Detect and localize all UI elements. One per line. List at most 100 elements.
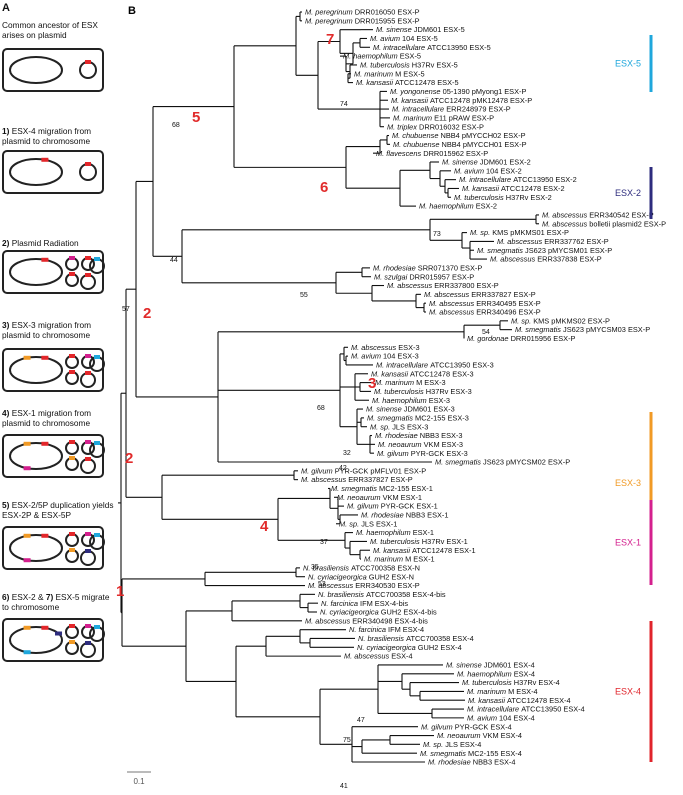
leaf-label: M. sinense JDM601 ESX-4: [446, 661, 535, 670]
leaf-species: N. brasiliensis: [358, 634, 406, 643]
leaf-strain-locus: DRR015956 ESX-P: [511, 334, 576, 343]
leaf-label: M. sp. JLS ESX-3: [370, 422, 428, 431]
leaf-strain-locus: 104 ESX-3: [383, 352, 419, 361]
leaf-species: M. neoaurum: [437, 731, 483, 740]
esx-locus-marker: [41, 257, 49, 262]
leaf-label: M. neoaurum VKM ESX-3: [378, 440, 463, 449]
leaf-strain-locus: ATCC700358 ESX-4: [406, 634, 474, 643]
leaf-strain-locus: 05-1390 pMyong1 ESX-P: [443, 87, 527, 96]
leaf-species: M. chubuense: [392, 131, 440, 140]
leaf-label: M. haemophilum ESX-4: [457, 669, 535, 678]
leaf-species: M. smegmatis: [331, 484, 379, 493]
esx-locus-marker: [85, 273, 91, 277]
esx-locus-marker: [69, 640, 75, 644]
leaf-strain-locus: M ESX-3: [416, 378, 446, 387]
leaf-strain-locus: GUH2 ESX-4: [418, 643, 462, 652]
event-7-label: 7: [326, 31, 334, 48]
bootstrap-value: 73: [433, 231, 441, 238]
esx-locus-marker: [94, 355, 100, 359]
leaf-strain-locus: DRR016050 ESX-P: [355, 8, 420, 17]
step-6-number: 6): [2, 592, 10, 602]
clade-label-esx-3: ESX-3: [615, 478, 641, 488]
leaf-species: M. intracellulare: [373, 43, 427, 52]
leaf-label: M. chubuense NBB4 pMYCCH02 ESX-P: [392, 131, 526, 140]
step-5-cell-diagram: [2, 526, 104, 570]
leaf-label: M. szulgai DRR015957 ESX-P: [374, 272, 474, 281]
leaf-label: N. farcinica IFM ESX-4: [349, 625, 424, 634]
leaf-label: M. marinum M ESX-1: [364, 555, 435, 564]
leaf-label: M. flavescens DRR015962 ESX-P: [376, 149, 488, 158]
leaf-species: M. szulgai: [374, 272, 409, 281]
bootstrap-value: 57: [122, 306, 130, 313]
leaf-strain-locus: H37Rv ESX-3: [426, 387, 472, 396]
leaf-strain-locus: PYR-GCK pMFLV01 ESX-P: [335, 466, 427, 475]
leaf-label: N. brasiliensis ATCC700358 ESX-4-bis: [318, 590, 446, 599]
leaf-label: M. abscessus ERR340496 ESX-P: [429, 308, 541, 317]
leaf-strain-locus: ATCC13950 ESX-3: [430, 361, 494, 370]
leaf-strain-locus: ERR337762 ESX-P: [544, 237, 609, 246]
leaf-label: M. abscessus ERR340495 ESX-P: [429, 299, 541, 308]
step-2-number: 2): [2, 238, 10, 248]
leaf-strain-locus: NBB3 ESX-3: [420, 431, 463, 440]
leaf-species: M. abscessus: [351, 343, 398, 352]
leaf-strain-locus: ERR340495 ESX-P: [476, 299, 541, 308]
leaf-species: M. kansasii: [391, 96, 430, 105]
leaf-strain-locus: ATCC700358 ESX-4-bis: [366, 590, 446, 599]
leaf-species: M. kansasii: [356, 78, 395, 87]
leaf-label: M. sinense JDM601 ESX-2: [442, 158, 531, 167]
leaf-strain-locus: PYR-GCK ESX-1: [381, 502, 438, 511]
leaf-strain-locus: ERR340496 ESX-P: [476, 308, 541, 317]
leaf-strain-locus: IFM ESX-4-bis: [360, 599, 408, 608]
leaf-strain-locus: MC2-155 ESX-3: [415, 413, 469, 422]
leaf-label: M. abscessus ESX-3: [351, 343, 420, 352]
leaf-label: M. rhodesiae NBB3 ESX-4: [428, 758, 516, 767]
leaf-species: M. tuberculosis: [462, 678, 514, 687]
esx-locus-marker: [94, 625, 100, 629]
leaf-strain-locus: ATCC12478 ESX-3: [410, 369, 474, 378]
leaf-species: M. gilvum: [347, 502, 381, 511]
leaf-species: M. abscessus: [305, 616, 352, 625]
step-2-description: Plasmid Radiation: [9, 238, 79, 248]
chromosome-ellipse: [9, 534, 63, 562]
leaf-strain-locus: ATCC13950 ESX-4: [521, 705, 585, 714]
panel-a-letter: A: [2, 2, 10, 14]
step-3-text: 3) ESX-3 migration from plasmid to chrom…: [2, 320, 118, 340]
event-2-label: 2: [143, 305, 151, 322]
leaf-species: M. abscessus: [429, 299, 476, 308]
leaf-species: M. abscessus: [387, 281, 434, 290]
esx-locus-marker: [69, 354, 75, 358]
leaf-label: M. smegmatis JS623 pMYCSM02 ESX-P: [435, 458, 570, 467]
leaf-label: M. gilvum PYR-GCK ESX-4: [421, 722, 512, 731]
leaf-species: M. sinense: [366, 405, 404, 414]
leaf-label: M. kansasii ATCC12478 ESX-2: [462, 184, 565, 193]
leaf-strain-locus: ESX-3: [429, 396, 450, 405]
leaf-strain-locus: H37Rv ESX-5: [412, 61, 458, 70]
leaf-species: M. sinense: [376, 25, 414, 34]
bootstrap-value: 53: [318, 581, 326, 588]
leaf-species: M. abscessus: [301, 475, 348, 484]
leaf-label: M. marinum M ESX-4: [467, 687, 538, 696]
leaf-strain-locus: H37Rv ESX-4: [514, 678, 560, 687]
panel-b-letter: B: [128, 5, 136, 17]
leaf-species: M. gordonae: [467, 334, 511, 343]
leaf-label: M. intracellulare ATCC13950 ESX-3: [376, 361, 494, 370]
leaf-label: M. kansasii ATCC12478 ESX-1: [373, 546, 476, 555]
step-7-description: ESX-5 migrate to chromosome: [2, 592, 110, 612]
leaf-species: M. kansasii: [371, 369, 410, 378]
leaf-strain-locus: GUH2 ESX-4-bis: [381, 608, 437, 617]
leaf-species: M. smegmatis: [420, 749, 468, 758]
leaf-species: M. haemophilum: [343, 52, 400, 61]
leaf-species: M. avium: [370, 34, 402, 43]
clade-label-esx-5: ESX-5: [615, 59, 641, 69]
leaf-strain-locus: ESX-2: [476, 202, 497, 211]
leaf-species: M. haemophilum: [372, 396, 429, 405]
esx-locus-marker: [41, 355, 49, 360]
leaf-label: M. peregrinum DRR016050 ESX-P: [305, 8, 420, 17]
bootstrap-value: 75: [343, 737, 351, 744]
leaf-species: M. marinum: [364, 555, 405, 564]
leaf-species: M. kansasii: [468, 696, 507, 705]
leaf-species: M. rhodesiae: [373, 263, 418, 272]
step-2-text: 2) Plasmid Radiation: [2, 238, 118, 248]
leaf-species: M. tuberculosis: [454, 193, 506, 202]
leaf-species: M. kansasii: [462, 184, 501, 193]
